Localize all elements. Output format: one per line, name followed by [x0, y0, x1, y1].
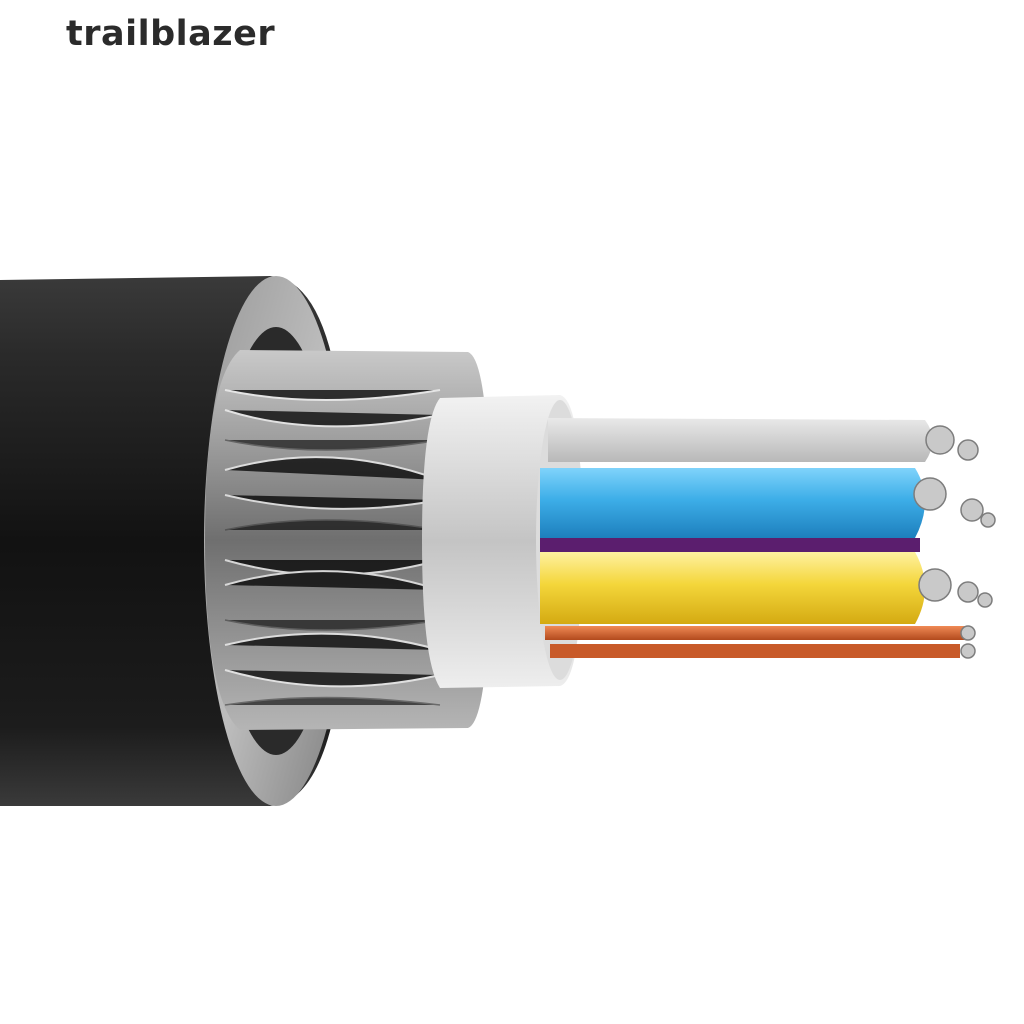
braided-shield [205, 350, 490, 730]
inner-cores [540, 418, 965, 658]
conductor-strands [913, 425, 996, 659]
watermark-text: trailblazer [66, 14, 276, 54]
